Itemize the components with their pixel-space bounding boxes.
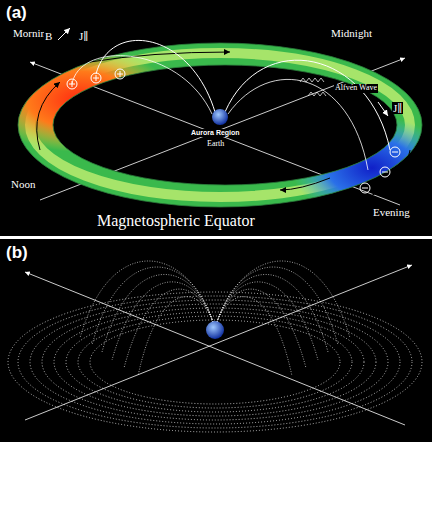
field-line [228, 79, 368, 170]
minus-sign [362, 188, 368, 189]
minus-sign [382, 172, 388, 173]
current-symbol: J∥ [78, 30, 89, 42]
charge-symbol [390, 147, 400, 157]
b-arrow [58, 28, 70, 40]
dotted-rings [8, 292, 422, 432]
field-line [225, 60, 390, 150]
evening-region [292, 116, 432, 220]
drift-shell [54, 308, 376, 416]
region-label: Aurora Region [190, 129, 241, 137]
field-line [217, 261, 350, 338]
equator-ring [0, 30, 432, 230]
field-line [112, 282, 213, 360]
field-line [80, 261, 213, 338]
panel-ground [0, 0, 432, 236]
drift-shell [30, 300, 400, 424]
panel-letter: (b) [5, 244, 29, 263]
current-arrow [378, 102, 388, 116]
charge-symbol [380, 167, 390, 177]
field-symbol: B [44, 30, 53, 42]
direction-label: Noon [10, 178, 36, 190]
charge-symbol [115, 69, 125, 79]
current-symbol: J∥ [392, 102, 403, 114]
drift-shell [66, 312, 364, 412]
minus-sign [392, 152, 398, 153]
ring-fill [0, 30, 432, 230]
field-line [217, 274, 328, 352]
alfven-wave [300, 78, 324, 82]
current-arrow [90, 52, 230, 62]
plus-sign [93, 75, 99, 81]
field-line [96, 40, 215, 112]
drift-shell [90, 320, 340, 404]
panel-ground [0, 239, 432, 442]
drift-shell [78, 316, 352, 408]
morning-region [0, 48, 175, 152]
earth-globe [212, 109, 228, 125]
drift-shell [8, 292, 422, 432]
ring-outline [53, 65, 397, 185]
direction-label: Midnight [330, 27, 373, 39]
panel-gap [0, 236, 432, 239]
earth-globe [206, 321, 224, 339]
plus-charges [67, 69, 125, 89]
drift-shell [18, 296, 412, 428]
current-arrow [360, 150, 410, 200]
wave-label: Alfvén Wave [334, 84, 378, 93]
field-dome [80, 261, 350, 376]
drift-shell [42, 304, 388, 420]
field-line [217, 289, 306, 368]
field-line [72, 56, 212, 114]
field-line [124, 289, 213, 368]
field-line [102, 274, 213, 352]
axis-line [25, 265, 412, 420]
current-arrow [37, 82, 60, 150]
field-line [217, 267, 338, 345]
direction-label: Evening [372, 206, 411, 218]
ring-outline [18, 43, 422, 207]
current-arrow [280, 178, 330, 190]
field-line [217, 282, 318, 360]
panel-letter: (a) [5, 4, 28, 23]
body-label: Earth [206, 140, 225, 149]
charge-symbol [360, 183, 370, 193]
field-line [138, 297, 213, 376]
plus-sign [117, 71, 123, 77]
alfven-wave [308, 92, 326, 96]
minus-charges [360, 147, 400, 193]
charge-symbol [91, 73, 101, 83]
equator-label: Magnetospheric Equator [96, 212, 256, 230]
axis-line [25, 272, 405, 425]
